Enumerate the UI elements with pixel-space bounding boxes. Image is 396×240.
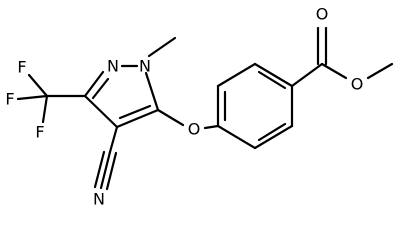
ring-inner-double-bottom bbox=[257, 122, 287, 142]
pyrazole-c5-c4-bond-a bbox=[115, 108, 160, 129]
benzene-ring bbox=[216, 62, 294, 150]
cf3-to-left-fluorine-bond bbox=[16, 94, 49, 101]
cf3-to-top-fluorine-bond bbox=[27, 73, 49, 98]
ring-to-carbonyl-bond bbox=[290, 62, 324, 88]
carbonyl-to-ester-oxygen-bond bbox=[320, 62, 348, 80]
fluorine-left-label: F bbox=[5, 90, 14, 109]
n-methyl-bond bbox=[147, 36, 177, 58]
ring-bond-bottom-right bbox=[253, 124, 294, 150]
pyrazole-c5-c4-bond-b bbox=[118, 104, 152, 120]
pyrazole-n1-c5-bond bbox=[144, 71, 160, 112]
pyrazole-n1-label: N bbox=[139, 57, 151, 76]
nitrile-nitrogen-label: N bbox=[93, 190, 105, 209]
ether-oxygen-to-pyrazole-bond bbox=[156, 108, 185, 127]
pyrazole-ring: N N bbox=[83, 36, 177, 129]
fluorine-top-label: F bbox=[17, 58, 26, 77]
nitrile-triple-bond-right bbox=[105, 151, 118, 191]
pyrazole-c3-n2-bond-b bbox=[91, 77, 110, 100]
fluorine-bottom-label: F bbox=[35, 123, 44, 142]
nitrile-triple-bond-left bbox=[93, 150, 106, 189]
pyrazole-c3-n2-bond-a bbox=[83, 70, 105, 98]
ether-oxygen-label: O bbox=[188, 120, 201, 139]
trifluoromethyl-group: F F F bbox=[5, 58, 87, 142]
carbonyl-oxygen-label: O bbox=[316, 5, 329, 24]
pyrazole-c4-c3-bond bbox=[83, 94, 119, 129]
ring-to-ether-oxygen-bond bbox=[203, 124, 220, 130]
ester-oxygen-to-methyl-bond bbox=[366, 62, 394, 80]
ether-linkage: O bbox=[156, 108, 220, 139]
nitrile-group: N bbox=[93, 125, 119, 209]
molecule-structure-diagram: O O O N N F F F N bbox=[5, 5, 394, 209]
ring-inner-double-top bbox=[257, 70, 287, 90]
ester-oxygen-label: O bbox=[351, 75, 364, 94]
methyl-ester-group: O O bbox=[290, 5, 394, 94]
ring-bond-top-left bbox=[216, 62, 257, 88]
nitrile-triple-bond-center bbox=[99, 150, 112, 190]
ring-bond-bottom-left bbox=[216, 124, 257, 150]
cf3-to-bottom-fluorine-bond bbox=[41, 94, 49, 124]
pyrazole-to-nitrile-carbon-bond bbox=[108, 125, 119, 154]
ring-bond-top-right bbox=[253, 62, 294, 88]
pyrazole-n2-label: N bbox=[107, 57, 119, 76]
